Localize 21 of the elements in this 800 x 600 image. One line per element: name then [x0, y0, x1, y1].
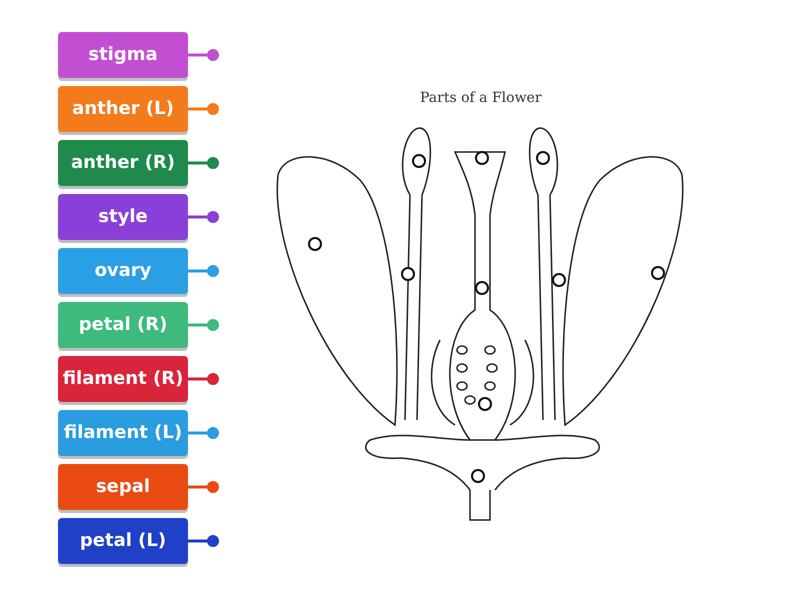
drop-target-circle [308, 236, 322, 250]
drop-target-circle [650, 266, 664, 280]
label-text: anther (L) [71, 98, 175, 119]
label-text: petal (R) [78, 314, 168, 335]
drop-target-circle [470, 468, 484, 482]
drop-target-circle [412, 154, 426, 168]
label-text: filament (L) [62, 422, 184, 443]
label-text: stigma [87, 44, 159, 65]
drop-target-circle [536, 150, 550, 164]
diagram-title: Parts of a Flower [420, 90, 542, 106]
drop-target-circle [474, 280, 488, 294]
label-text: sepal [94, 476, 152, 497]
label-text: ovary [94, 260, 152, 281]
drop-target-circle [474, 150, 488, 164]
label-text: filament (R) [62, 368, 184, 389]
drop-target-circle [478, 396, 492, 410]
drop-target-circle [400, 266, 414, 280]
label-text: style [97, 206, 149, 227]
drop-target-circle [552, 272, 566, 286]
label-text: petal (L) [78, 530, 168, 551]
label-text: anther (R) [70, 152, 176, 173]
